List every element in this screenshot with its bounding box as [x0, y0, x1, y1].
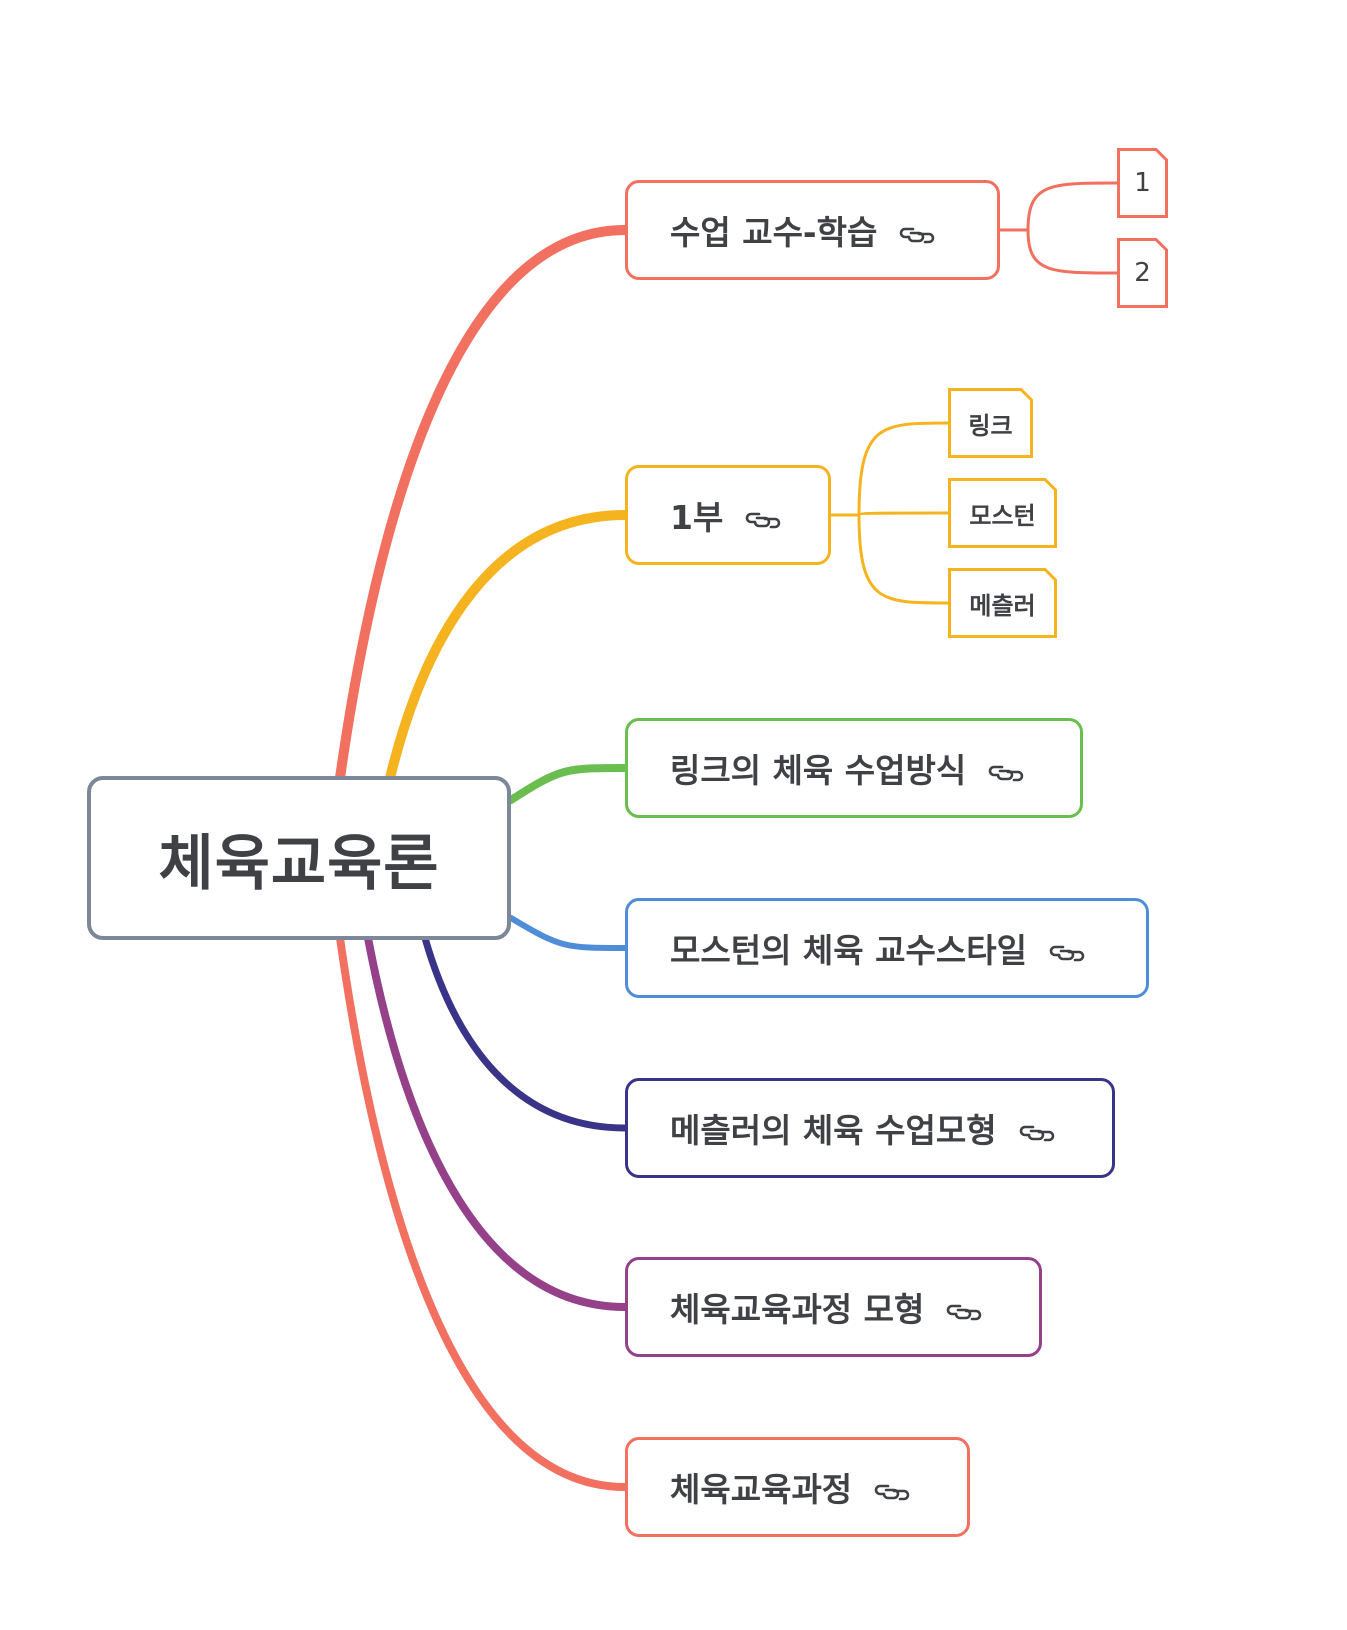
branch-connector: [364, 934, 629, 1311]
subtopic-node[interactable]: 2: [1117, 238, 1168, 308]
branch-topic[interactable]: 체육교육과정 모형: [625, 1257, 1042, 1357]
subtopic-node[interactable]: 링크: [948, 388, 1033, 458]
subtopic-label: 1: [1134, 168, 1151, 198]
note-frame-icon: [1117, 148, 1168, 218]
subtopic-node[interactable]: 1: [1117, 148, 1168, 218]
child-connector: [857, 514, 949, 605]
branch-connector: [385, 510, 630, 783]
link-icon[interactable]: [899, 217, 939, 244]
child-connector: [1026, 229, 1118, 275]
subtopic-label: 링크: [968, 411, 1013, 440]
child-connector: [857, 421, 949, 516]
note-frame-icon: [1117, 238, 1168, 308]
note-frame-icon: [948, 478, 1057, 548]
branch-topic-label: 메츨러의 체육 수업모형: [670, 1111, 997, 1150]
branch-topic-label: 링크의 체육 수업방식: [670, 751, 967, 790]
branch-topic-label: 모스턴의 체육 교수스타일: [670, 931, 1027, 970]
note-frame-icon: [948, 388, 1033, 458]
link-icon[interactable]: [745, 502, 785, 529]
branch-topic-label: 1부: [670, 498, 724, 537]
branch-topic-label: 체육교육과정: [670, 1470, 853, 1509]
branch-topic[interactable]: 링크의 체육 수업방식: [625, 718, 1083, 818]
link-icon[interactable]: [1049, 935, 1089, 962]
subtopic-node[interactable]: 모스턴: [948, 478, 1057, 548]
branch-topic[interactable]: 체육교육과정: [625, 1437, 970, 1537]
link-icon[interactable]: [946, 1294, 986, 1321]
subtopic-label: 2: [1134, 258, 1151, 288]
branch-topic-label: 수업 교수-학습: [670, 213, 878, 252]
branch-topic[interactable]: 모스턴의 체육 교수스타일: [625, 898, 1149, 998]
branch-topic-label: 체육교육과정 모형: [670, 1290, 925, 1329]
branch-topic[interactable]: 수업 교수-학습: [625, 180, 1000, 280]
branch-connector: [507, 764, 629, 804]
child-connector: [1026, 181, 1118, 231]
branch-topic[interactable]: 메츨러의 체육 수업모형: [625, 1078, 1115, 1178]
link-icon[interactable]: [1019, 1115, 1059, 1142]
subtopic-node[interactable]: 메츨러: [948, 568, 1057, 638]
note-frame-icon: [948, 568, 1057, 638]
link-icon[interactable]: [874, 1474, 914, 1501]
subtopic-label: 메츨러: [969, 591, 1036, 620]
child-connector: [857, 511, 949, 517]
branch-connector: [508, 915, 628, 951]
branch-connector: [336, 934, 629, 1491]
subtopic-label: 모스턴: [969, 501, 1036, 530]
link-icon[interactable]: [988, 755, 1028, 782]
branch-connector: [335, 225, 630, 783]
branch-topic[interactable]: 1부: [625, 465, 831, 565]
central-topic-label: 체육교육론: [158, 828, 440, 899]
central-topic[interactable]: 체육교육론: [87, 776, 511, 940]
branch-connector: [421, 934, 629, 1132]
